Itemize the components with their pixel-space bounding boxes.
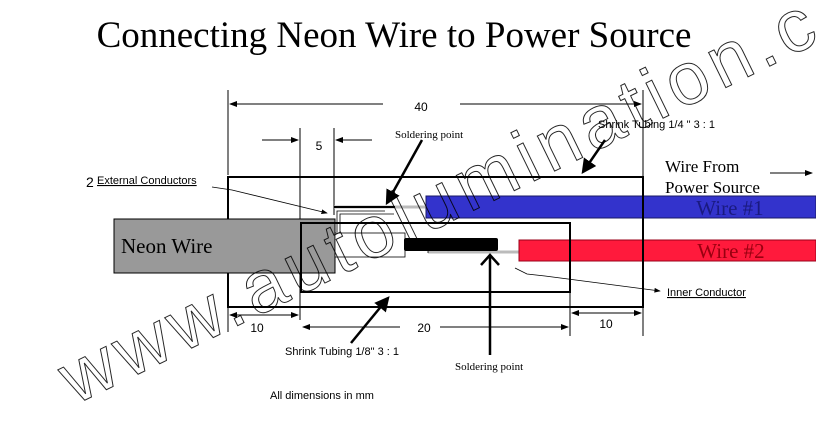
units-note: All dimensions in mm [270, 390, 374, 402]
dimension-offset-label: 5 [316, 139, 323, 153]
wire-2-label: Wire #2 [697, 239, 764, 263]
external-conductors [334, 205, 426, 232]
neon-wire-label: Neon Wire [121, 234, 213, 258]
dimension-left-overhang: 10 [227, 307, 299, 335]
wire-from-label-line2: Power Source [665, 178, 760, 197]
shrink-large-pointer [581, 139, 607, 175]
dimension-inner-label: 20 [417, 321, 431, 335]
dimension-inner-tube: 20 [302, 292, 571, 336]
shrink-small-pointer [350, 296, 390, 344]
neon-wire [113, 218, 336, 274]
wire-2 [518, 239, 816, 262]
dimension-right-label: 10 [599, 317, 613, 331]
dimension-left-label: 10 [250, 321, 264, 335]
page-title: Connecting Neon Wire to Power Source [97, 15, 692, 56]
inner-conductor-pointer [514, 267, 661, 293]
wire-1-label: Wire #1 [696, 196, 763, 220]
wire-from-label-line1: Wire From [665, 157, 739, 176]
soldering-point-top-label: Soldering point [395, 129, 463, 141]
inner-conductor-label: Inner Conductor [667, 287, 746, 299]
external-conductors-label: External Conductors [97, 175, 197, 187]
dimension-right-overhang: 10 [571, 307, 644, 336]
dimension-overall: 40 [227, 90, 644, 180]
soldering-point-top-pointer [385, 139, 424, 206]
shrink-small-label: Shrink Tubing 1/8" 3 : 1 [285, 346, 399, 358]
external-conductors-count: 2 [86, 174, 94, 190]
dimension-overall-label: 40 [414, 100, 428, 114]
soldering-point-bottom-label: Soldering point [455, 361, 523, 373]
solder-inner [404, 238, 498, 251]
external-conductors-pointer [211, 186, 328, 215]
wire-1 [425, 195, 816, 219]
shrink-large-label: Shrink Tubing 1/4 " 3 : 1 [598, 119, 715, 131]
